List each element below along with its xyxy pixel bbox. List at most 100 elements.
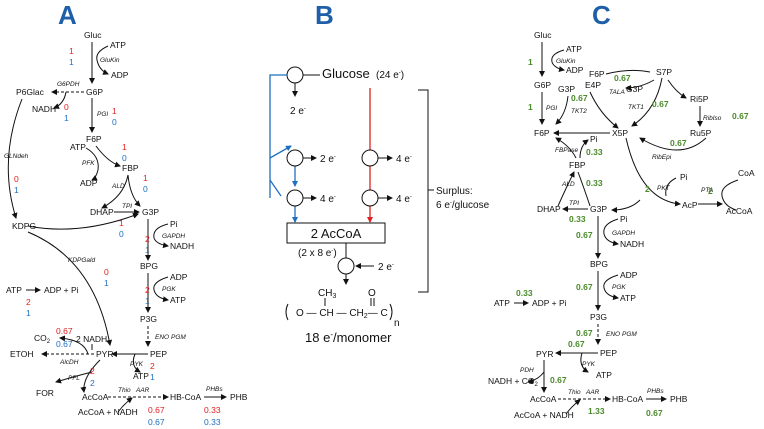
a-flux-tpi-red: 1 [119, 218, 124, 228]
b-surplus-1: Surplus: [436, 186, 473, 197]
a-arrow-pyk-atp [132, 353, 141, 373]
a-flux-pgk-red: 2 [145, 285, 150, 295]
a-p3g: P3G [140, 314, 157, 324]
c-atp1: ATP [566, 44, 582, 54]
a-for: FOR [36, 388, 54, 398]
a-bpg: BPG [140, 261, 158, 271]
b-bond-co [370, 298, 375, 306]
a-fbp: FBP [122, 163, 139, 173]
c-arrow-ribepi [639, 137, 707, 151]
a-adp3: ADP [170, 272, 188, 282]
a-arrow-nadh1 [53, 91, 67, 109]
a-arrow-co2 [59, 335, 89, 355]
c-adp2: ADP [620, 270, 638, 280]
c-pi1: Pi [590, 134, 598, 144]
b-polymer-n: n [394, 318, 400, 329]
c-phb: PHB [670, 394, 688, 404]
a-g6p: G6P [86, 87, 103, 97]
a-arrow-ald-g3p [127, 174, 141, 207]
a-flux-glukin-red: 1 [69, 46, 74, 56]
c-arrow-tkt2-x5p [589, 91, 619, 129]
c-accoa-nadh: AcCoA + NADH [514, 410, 574, 420]
a-accoa-nadh: AcCoA + NADH [78, 407, 138, 417]
a-flux-pfl-blue: 2 [90, 378, 95, 388]
a-arrow-pfl [80, 359, 101, 393]
c-enz-phbs: PHBs [647, 388, 664, 395]
b-glucose-e: (24 e-) [376, 70, 404, 81]
a-enz-thio: Thio [118, 387, 131, 394]
c-bpg: BPG [590, 259, 608, 269]
a-flux-gapdh-red: 2 [145, 234, 150, 244]
a-flux-gapdh-blue: 1 [145, 245, 150, 255]
b-blue-branch-2 [269, 179, 282, 197]
c-arrow-pi-nadh [603, 218, 619, 247]
a-flux-pfk-blue: 0 [122, 153, 127, 163]
panel-b-label: B [315, 0, 334, 30]
c-enz-tpi: TPI [569, 200, 579, 207]
c-arrow-fbpase [555, 137, 577, 159]
a-atp4: ATP [133, 371, 149, 381]
b-blue-branch-1 [269, 145, 292, 159]
a-flux-kdpgald-blue: 1 [104, 278, 109, 288]
c-arrow-ri5p [667, 79, 687, 99]
a-arrow-pfk [95, 145, 121, 168]
c-g3p: G3P [590, 204, 607, 214]
b-bracket-left [285, 303, 289, 321]
c-g6p: G6P [534, 80, 551, 90]
a-arrow-adp-atp [153, 276, 169, 303]
a-adp2: ADP [80, 178, 98, 188]
c-adp-pi: ADP + Pi [532, 298, 567, 308]
a-dhap: DHAP [90, 207, 114, 217]
c-enz-tala: TALA [609, 89, 625, 96]
a-flux-glndeh-blue: 1 [14, 185, 19, 195]
c-enz-glukin: GluKin [556, 58, 576, 65]
a-flux-ald-red: 1 [143, 173, 148, 183]
b-4e-left: 4 e- [320, 194, 336, 205]
c-atp3: ATP [596, 370, 612, 380]
a-arrow-accoa-nadh [117, 397, 133, 413]
a-arrow-ald-dhap [101, 174, 129, 209]
c-ru5p: Ru5P [690, 128, 712, 138]
c-enz-tkt2: TKT2 [571, 108, 587, 115]
panel-a-label: A [58, 0, 77, 30]
c-flux-ribepi: 0.67 [670, 138, 687, 148]
a-g3p: G3P [142, 207, 159, 217]
a-flux-pyk-red: 2 [150, 361, 155, 371]
c-enz-gapdh: GAPDH [612, 230, 635, 237]
a-etoh: ETOH [10, 349, 33, 359]
c-arrow-tala-bottom [625, 79, 655, 91]
c-enz-pdh: PDH [520, 367, 534, 374]
b-polymer-ch3: CH3 [318, 288, 336, 300]
a-enz-tpi: TPI [122, 203, 132, 210]
c-fbp: FBP [569, 160, 586, 170]
a-atp3: ATP [170, 295, 186, 305]
b-polymer-backbone: O — CH — CH2— C [296, 308, 388, 320]
b-surplus-bracket [418, 89, 429, 293]
c-f6p: F6P [534, 128, 550, 138]
a-accoa: AcCoA [82, 392, 109, 402]
c-arrow-fbpase-pi [579, 139, 589, 159]
c-arrow-ald-2 [577, 171, 591, 207]
c-enz-eno: ENO [606, 331, 620, 338]
c-flux-pgi: 1 [528, 102, 533, 112]
c-g3p-top: G3P [558, 84, 575, 94]
a-enz-aar: AAR [135, 387, 150, 394]
b-glucose: Glucose [322, 66, 370, 81]
c-enz-pgk: PGK [612, 284, 626, 291]
c-nadh-co2: NADH + CO2 [488, 376, 539, 388]
a-atp1: ATP [110, 40, 126, 50]
c-arrow-nadh-co2 [527, 371, 545, 384]
a-arrow-for [55, 371, 93, 384]
a-flux-g6pdh-blue: 1 [64, 113, 69, 123]
c-flux-pyk: 0.67 [568, 339, 585, 349]
c-arrow-pi2 [665, 177, 677, 197]
b-4e-right-top: 4 e- [396, 154, 412, 165]
a-adp-pi: ADP + Pi [44, 285, 79, 295]
b-polymer-o: O [368, 288, 376, 299]
c-enz-pkt: PKT [657, 185, 671, 192]
a-enz-gapdh: GAPDH [162, 233, 185, 240]
a-arrow-pi-nadh [153, 223, 169, 249]
a-flux-thio-red: 0.67 [148, 405, 165, 415]
c-f6p-top: F6P [589, 69, 605, 79]
